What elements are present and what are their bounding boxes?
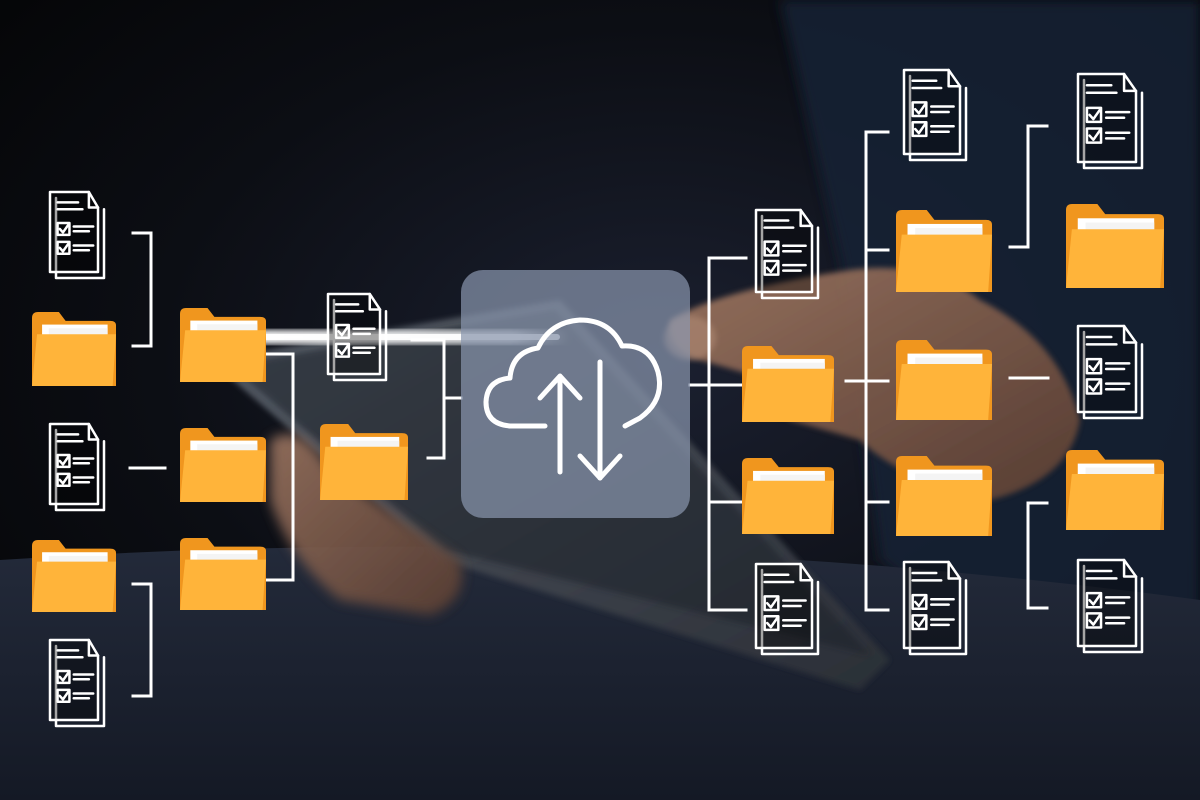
checklist-document-icon <box>902 560 968 656</box>
right-hand <box>669 268 1080 500</box>
folder-icon <box>180 308 266 382</box>
checklist-document-icon <box>754 562 820 656</box>
desk-surface <box>0 546 1200 800</box>
folder-icon <box>896 456 992 536</box>
checklist-document-icon <box>48 422 106 512</box>
folder-icon <box>180 538 266 610</box>
folder-icon <box>180 428 266 502</box>
document-icons <box>48 68 1144 728</box>
folder-icon <box>32 540 116 612</box>
folder-icon <box>742 346 834 422</box>
left-hand <box>270 434 462 615</box>
checklist-document-icon <box>754 208 820 300</box>
connector-lines <box>128 124 1050 698</box>
folder-icon <box>1066 450 1164 530</box>
connector-line <box>1026 501 1049 610</box>
connector-line <box>131 231 153 348</box>
folder-icon <box>1066 204 1164 288</box>
folder-icon <box>32 312 116 386</box>
folder-icon <box>742 458 834 534</box>
connector-line <box>1008 124 1049 249</box>
checklist-document-icon <box>48 190 106 280</box>
checklist-document-icon <box>48 638 106 728</box>
connector-line <box>131 582 153 698</box>
folder-icon <box>896 340 992 420</box>
cloud-sync-icon <box>483 317 662 481</box>
connector-line <box>864 130 890 612</box>
checklist-document-icon <box>902 68 968 162</box>
checklist-document-icon <box>326 292 388 382</box>
checklist-document-icon <box>1076 558 1144 654</box>
checklist-document-icon <box>1076 324 1144 420</box>
connector-line <box>707 256 748 612</box>
cloud-sync-hub <box>461 270 690 518</box>
checklist-document-icon <box>1076 72 1144 170</box>
connector-line <box>263 352 295 582</box>
folder-icons <box>32 204 1164 612</box>
folder-icon <box>320 424 408 500</box>
folder-icon <box>896 210 992 292</box>
